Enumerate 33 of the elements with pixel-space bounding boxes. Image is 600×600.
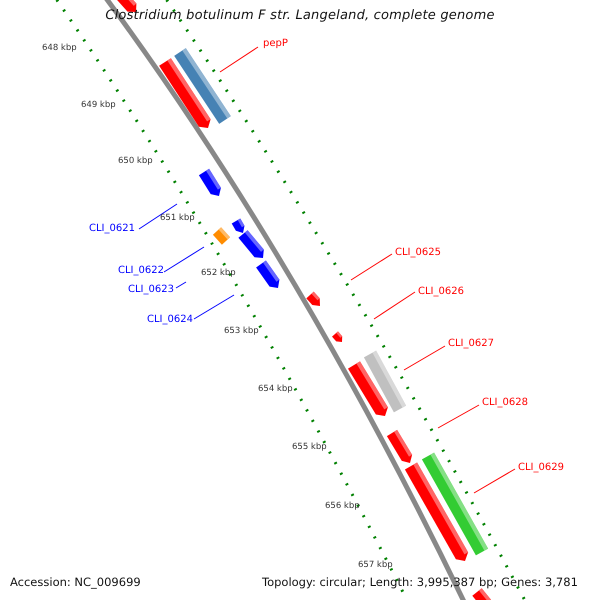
gene-label: CLI_0621 [89, 222, 135, 235]
leader-line [404, 346, 446, 370]
position-label: 656 kbp [325, 501, 360, 512]
gene-label: CLI_0628 [482, 396, 528, 409]
position-label: 654 kbp [258, 384, 293, 395]
position-label: 648 kbp [42, 43, 77, 54]
leader-line [164, 246, 204, 272]
position-label: 649 kbp [81, 100, 116, 111]
gene-label: CLI_0629 [518, 461, 564, 474]
footer-note: Accession: NC_009699 [10, 575, 141, 589]
leader-line [194, 294, 234, 320]
gene-label: CLI_0625 [395, 246, 441, 259]
gene-label: CLI_0626 [418, 285, 464, 298]
footer-note: Topology: circular; Length: 3,995,387 bp; Genes: 3,781 [262, 575, 578, 589]
position-label: 657 kbp [358, 560, 393, 571]
leader-line [220, 46, 258, 72]
gene-label: CLI_0623 [128, 283, 174, 296]
gene-label: CLI_0627 [448, 337, 494, 350]
leader-line [176, 282, 186, 288]
leader-line [374, 292, 416, 320]
gene-label: pepP [263, 37, 288, 50]
position-label: 650 kbp [118, 156, 153, 167]
position-label: 655 kbp [292, 442, 327, 453]
leader-line [474, 468, 516, 494]
position-label: 651 kbp [160, 213, 195, 224]
gene-label: CLI_0622 [118, 264, 164, 277]
diagram-title: Clostridium botulinum F str. Langeland, complete genome [104, 8, 496, 23]
position-label: 653 kbp [224, 326, 259, 337]
leader-line [350, 254, 392, 280]
position-label: 652 kbp [201, 268, 236, 279]
gene-label: CLI_0624 [147, 313, 193, 326]
leader-line [438, 404, 480, 428]
leader-line [138, 204, 178, 230]
